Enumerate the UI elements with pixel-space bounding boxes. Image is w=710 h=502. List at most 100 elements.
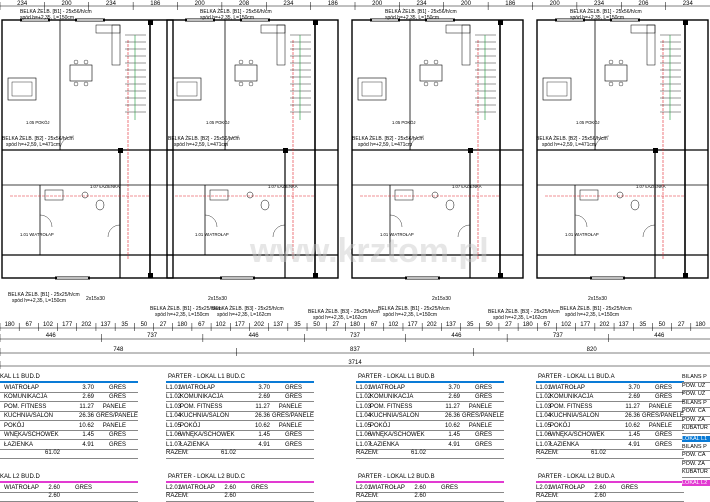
- schedule-cell: WNĘKA/SCHOWEK: [370, 432, 425, 438]
- schedule-total: 61.02: [0, 450, 138, 459]
- beam-label-top: BELKA ŻELB. [B1] - 25x56/h/cm: [570, 8, 642, 15]
- dimension-label: 200: [372, 1, 383, 7]
- schedule-cell: L2.01: [166, 484, 182, 491]
- legend-item: POW. CA: [682, 408, 710, 417]
- schedule-cell: PANELE: [102, 422, 126, 429]
- legend-item: BILANS P: [682, 374, 710, 383]
- schedule-header: LOKAL L2 BUD.D: [0, 474, 138, 483]
- kitchen-counter: [461, 24, 471, 66]
- schedule-cell: GRES: [474, 441, 492, 448]
- dimension-label: 27: [505, 322, 512, 328]
- schedule-cell: KOMUNIKACJA: [180, 394, 224, 400]
- schedule-cell: 2.69: [82, 394, 94, 400]
- schedule-cell: L1.01: [356, 384, 372, 391]
- dimension-label: 446: [46, 333, 57, 339]
- schedule-cell: 26.36: [624, 413, 640, 419]
- total-value: 2.60: [224, 492, 236, 499]
- schedule-cell: 11.27: [255, 403, 270, 410]
- dimension-label: 200: [195, 1, 206, 7]
- dimension-label: 137: [619, 322, 630, 328]
- legend-item: POW. ZA: [682, 417, 710, 425]
- dimension-label: 234: [17, 1, 28, 7]
- dimension-label: 180: [695, 322, 706, 328]
- beam-label-bottom-sub: spód h=+2,35, L=150cm: [155, 312, 209, 318]
- schedule-cell: GRES/PANELE: [462, 413, 504, 419]
- column: [283, 148, 288, 153]
- schedule-cell: POM. FITNESS: [4, 403, 47, 410]
- dimension-label: 50: [141, 322, 148, 328]
- schedule-cell: ŁAZIENKA: [4, 441, 34, 448]
- room-label: 1.07 ŁAZIENKA: [636, 184, 666, 189]
- dining-table: [69, 64, 93, 82]
- dimension-label: 27: [160, 322, 167, 328]
- schedule-cell: GRES: [474, 384, 492, 391]
- column: [313, 273, 318, 278]
- schedule-cell: L1.03: [356, 403, 372, 410]
- schedule-cell: WNĘKA/SCHOWEK: [4, 432, 59, 438]
- dimension-label: 748: [113, 347, 124, 353]
- toilet: [630, 199, 640, 211]
- schedule-cell: WNĘKA/SCHOWEK: [180, 432, 235, 438]
- unit-1: [1, 18, 174, 280]
- schedule-cell: PANELE: [648, 403, 672, 410]
- schedule-cell: KUCHNIA/SALON: [4, 413, 54, 419]
- total-value: 2.60: [594, 492, 606, 499]
- schedule-cell: L1.02: [356, 394, 372, 400]
- unit-3: [351, 18, 524, 280]
- chair: [238, 81, 244, 87]
- schedule-cell: GRES/PANELE: [96, 413, 138, 419]
- outer-wall: [1, 19, 174, 279]
- beam-label-mid-sub: spód h=+2,59, L=471cm: [542, 142, 596, 148]
- window-dimension: 2x15x30: [432, 296, 451, 302]
- total-label: RAZEM:: [536, 449, 559, 456]
- total-label: [0, 450, 30, 458]
- schedule-cell: 4.91: [258, 441, 270, 448]
- schedule-header: PARTER - LOKAL L2 BUD.B: [356, 474, 504, 483]
- legend-pink-bar: LOKAL L2: [682, 479, 710, 486]
- beam-label-top-sub: spód h=+2,35, L=150cm: [570, 15, 624, 21]
- schedule-cell: PANELE: [102, 403, 126, 410]
- dwelling-units: [1, 18, 709, 280]
- schedule-total: RAZEM:2.60: [356, 493, 504, 502]
- door-swing: [224, 135, 240, 151]
- schedule-cell: 2.69: [448, 394, 460, 400]
- chair: [608, 59, 614, 65]
- schedule-cell: 3.70: [82, 384, 94, 391]
- schedule-cell: GRES: [108, 394, 126, 400]
- bathtub: [209, 189, 229, 201]
- total-label: RAZEM:: [356, 492, 379, 499]
- schedule-cell: GRES: [74, 484, 92, 491]
- schedule-header: PARTER - LOKAL L1 BUD.A: [536, 374, 684, 383]
- schedule-cell: GRES: [250, 484, 268, 491]
- schedule-cell: L2.01: [536, 484, 552, 491]
- schedule-cell: L1.01: [536, 384, 552, 391]
- schedule-total: 2.60: [0, 493, 138, 502]
- schedule-cell: 3.70: [628, 384, 640, 391]
- schedule-cell: 10.62: [78, 422, 94, 429]
- outer-wall: [536, 19, 709, 279]
- door-swing: [59, 135, 75, 151]
- schedule-total: RAZEM:2.60: [166, 493, 314, 502]
- dimension-label: 234: [594, 1, 605, 7]
- schedule-cell: KOMUNIKACJA: [4, 394, 48, 400]
- dimension-label: 27: [678, 322, 685, 328]
- dimension-label: 737: [147, 333, 158, 339]
- schedule-cell: WIATROŁAP: [550, 484, 585, 491]
- schedule-cell: L2.01: [356, 484, 372, 491]
- dimension-label: 177: [62, 322, 73, 328]
- dimension-label: 27: [332, 322, 339, 328]
- schedule-cell: GRES: [654, 441, 672, 448]
- column: [468, 148, 473, 153]
- dimension-label: 234: [106, 1, 117, 7]
- schedule-cell: 11.27: [79, 403, 94, 410]
